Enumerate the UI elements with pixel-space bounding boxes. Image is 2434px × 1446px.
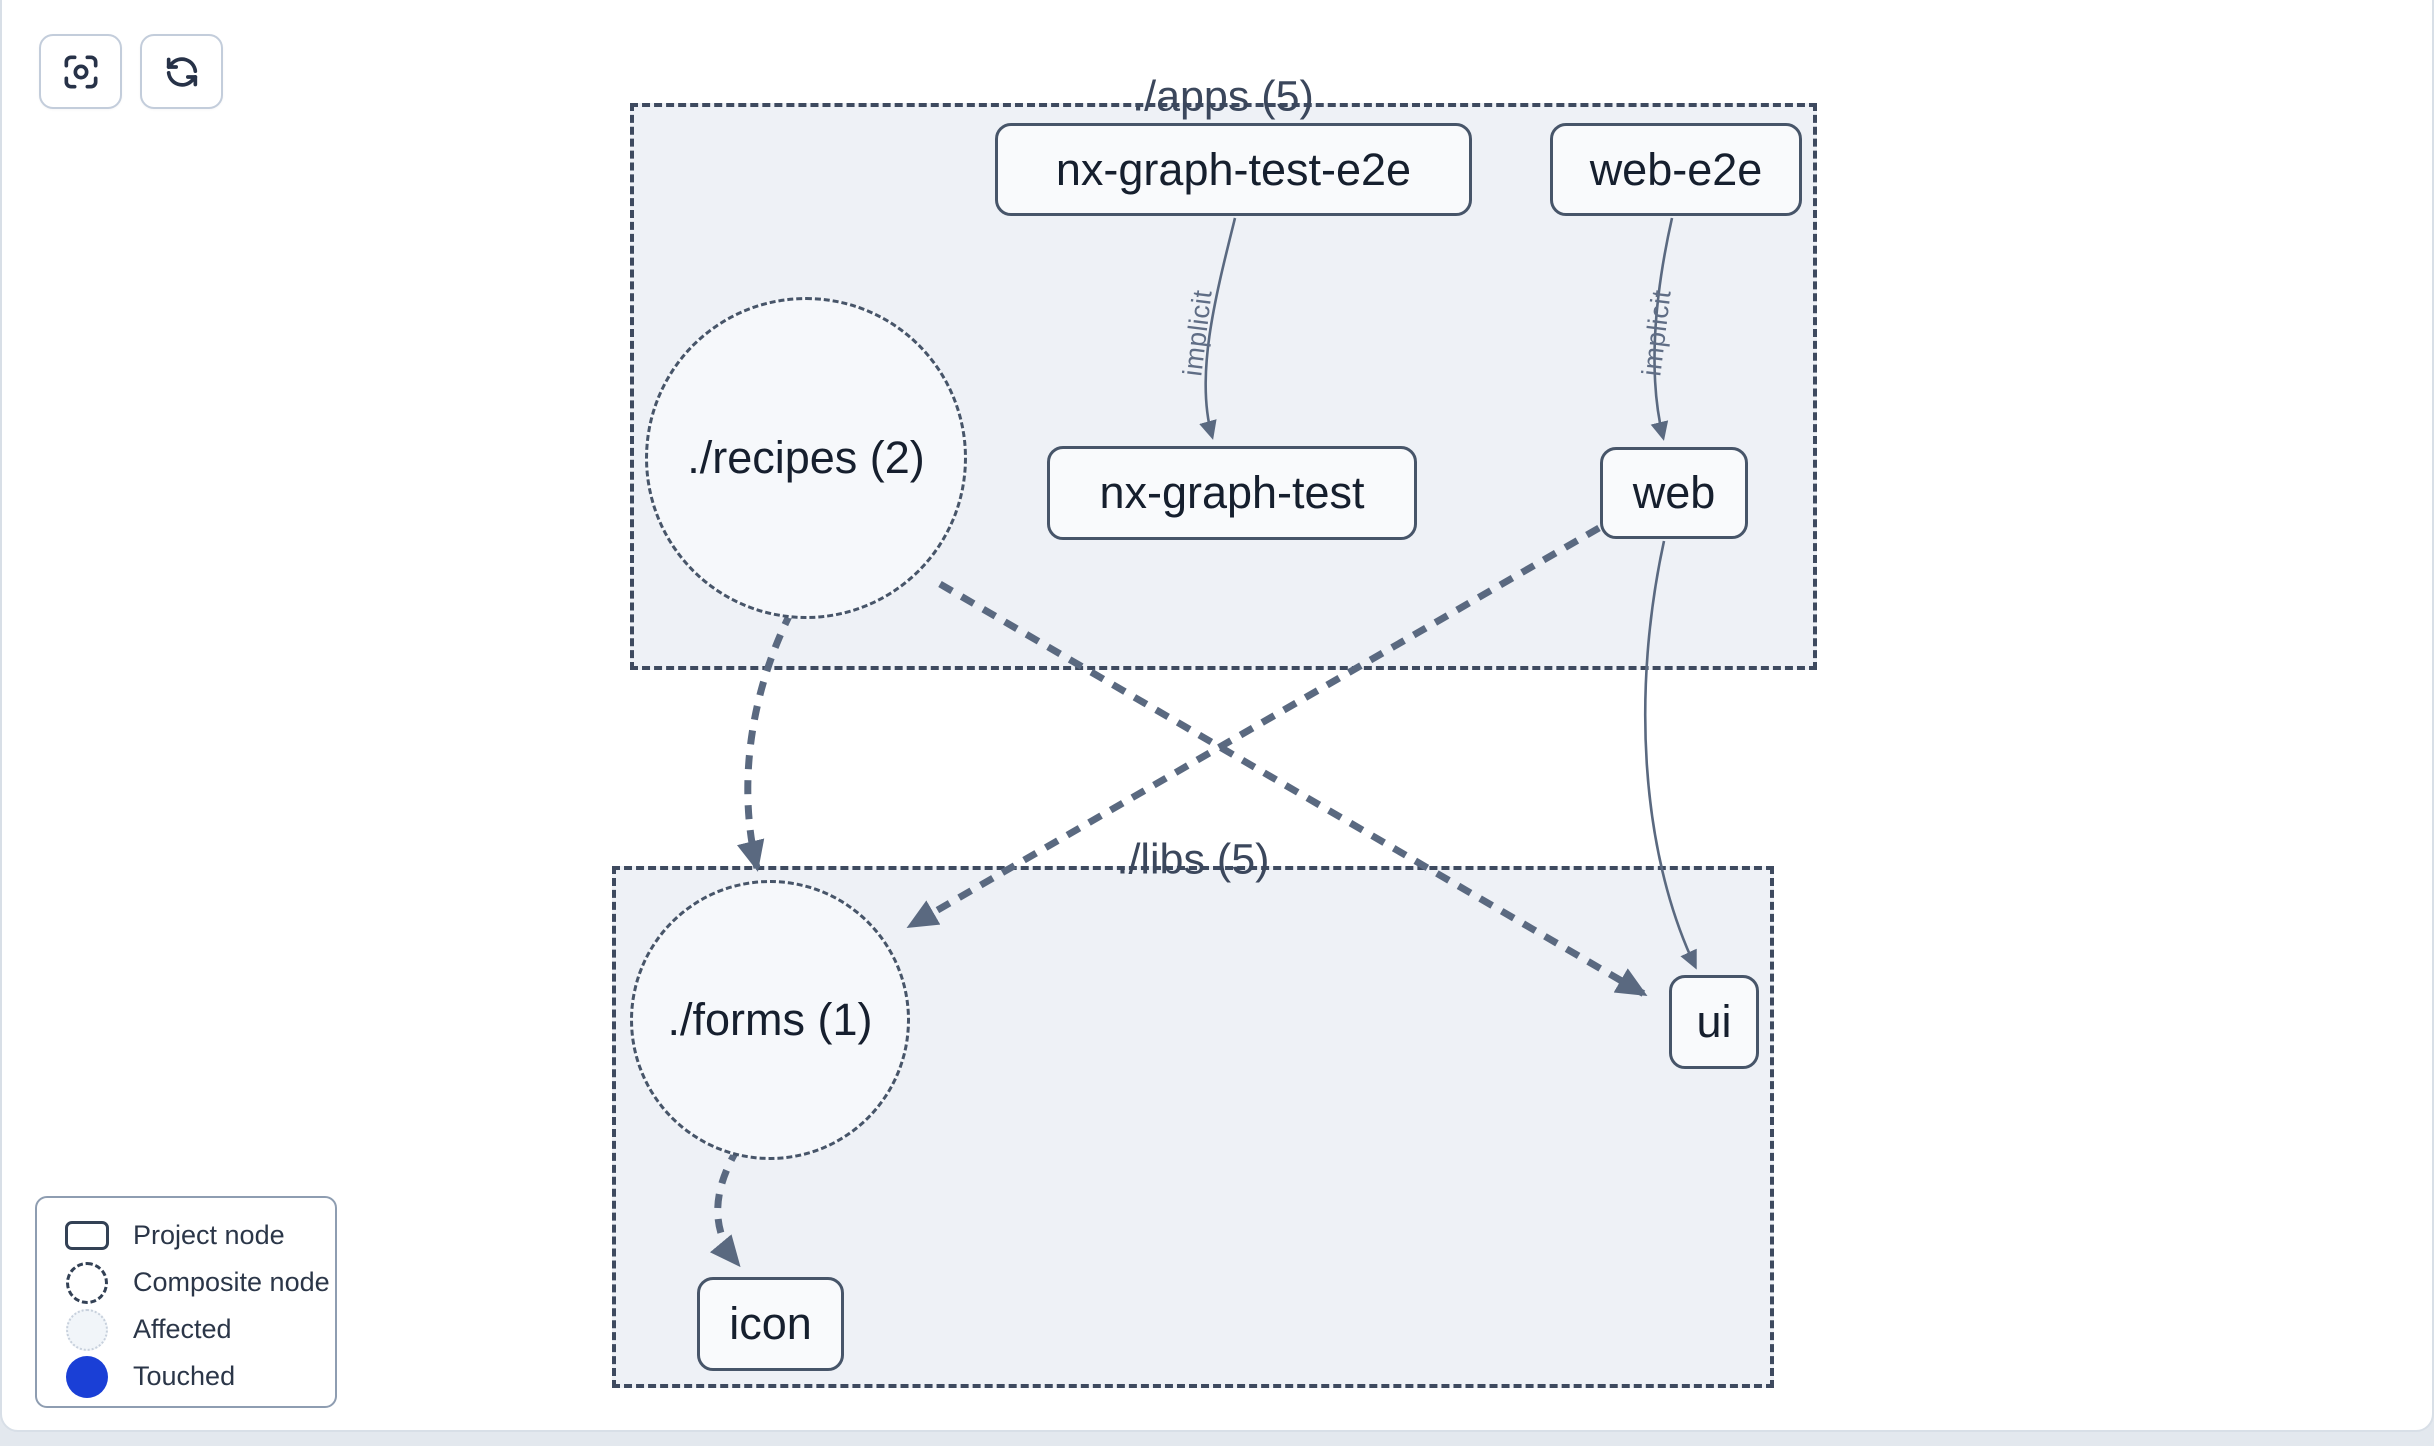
refresh-button[interactable]	[140, 34, 223, 109]
project-node-swatch	[63, 1221, 111, 1250]
legend-panel: Project node Composite node Affected Tou…	[35, 1196, 337, 1408]
node-icon[interactable]: icon	[697, 1277, 844, 1371]
node-web-e2e[interactable]: web-e2e	[1550, 123, 1802, 216]
legend-item-touched: Touched	[63, 1353, 335, 1400]
edge-web-to-ui	[1643, 540, 1697, 970]
node-forms[interactable]: ./forms (1)	[630, 880, 910, 1160]
graph-toolbar	[39, 34, 223, 109]
node-ui[interactable]: ui	[1669, 975, 1759, 1069]
composite-node-swatch	[63, 1261, 111, 1304]
edge-forms-to-icon	[709, 1146, 741, 1268]
center-graph-button[interactable]	[39, 34, 122, 109]
node-nx-graph-test-e2e[interactable]: nx-graph-test-e2e	[995, 123, 1472, 216]
legend-item-composite: Composite node	[63, 1259, 335, 1306]
node-web[interactable]: web	[1600, 447, 1748, 539]
legend-item-project: Project node	[63, 1212, 335, 1259]
group-libs-label: ./libs (5)	[1116, 835, 1270, 884]
node-nx-graph-test[interactable]: nx-graph-test	[1047, 446, 1417, 540]
group-apps-label: ./apps (5)	[1132, 72, 1314, 121]
node-recipes[interactable]: ./recipes (2)	[645, 297, 967, 619]
affected-swatch	[63, 1308, 111, 1351]
touched-swatch	[63, 1355, 111, 1398]
focus-icon	[63, 55, 97, 88]
edge-nx-graph-test-e2e-to-nx-graph-test	[1199, 217, 1237, 440]
edge-web-to-forms	[906, 524, 1601, 930]
legend-label-project: Project node	[133, 1220, 285, 1250]
edge-recipes-to-ui	[938, 580, 1648, 998]
edge-web-e2e-to-web	[1650, 217, 1674, 441]
legend-label-touched: Touched	[133, 1361, 236, 1391]
edge-recipes-to-forms	[737, 610, 795, 872]
refresh-icon	[166, 56, 197, 87]
legend-label-composite: Composite node	[133, 1267, 330, 1297]
legend-label-affected: Affected	[133, 1314, 232, 1344]
legend-item-affected: Affected	[63, 1306, 335, 1353]
